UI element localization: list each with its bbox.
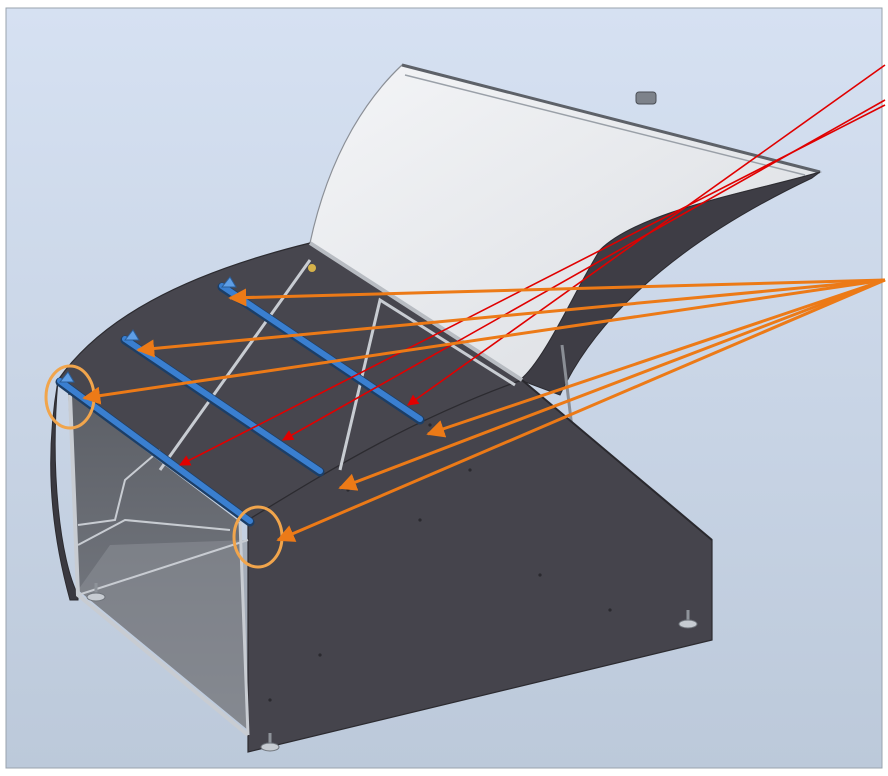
foot-base (678, 619, 698, 629)
leveling-foot-icon (86, 583, 106, 602)
hinge-pin (308, 264, 316, 272)
front-left-panel (50, 379, 79, 601)
orange-leader-4 (426, 278, 886, 438)
hinge-rail (308, 241, 524, 382)
enclosure-body (50, 241, 713, 753)
orange-leader-3 (82, 278, 886, 405)
orange-leader-6 (276, 278, 886, 542)
orange-leader-2 (136, 278, 886, 358)
interior-floor (78, 540, 248, 730)
red-leaders (179, 64, 886, 466)
foot-base (86, 592, 106, 602)
leveling-feet (86, 583, 698, 752)
crossbar-bracket (220, 276, 237, 288)
crossbar-bracket (58, 371, 75, 383)
orange-leaders (82, 278, 886, 542)
lid-top-rail (404, 74, 806, 176)
foot-base (260, 742, 280, 752)
lid-side-panel (519, 171, 821, 396)
orange-leader-1 (228, 278, 886, 307)
leveling-foot-icon (678, 610, 698, 629)
crossbar-2 (122, 336, 323, 474)
red-leader-3 (179, 104, 886, 466)
crossbar-bracket (123, 329, 140, 341)
crossbar-3 (219, 283, 423, 422)
leveling-foot-icon (260, 733, 280, 752)
lid-latch (635, 91, 657, 105)
orange-leader-5 (338, 278, 886, 491)
lid-top-edge (401, 63, 821, 174)
